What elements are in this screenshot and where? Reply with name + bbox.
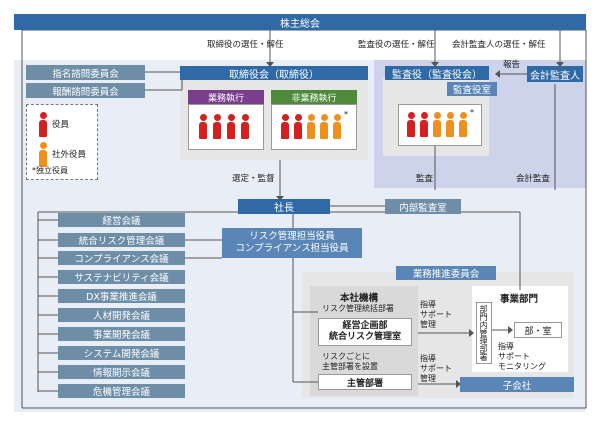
audit-board: 監査役（監査役会） <box>385 66 489 81</box>
outside-officer-icon <box>332 114 342 140</box>
outside-officer-icon <box>319 114 329 140</box>
non-executive-header: 非業務執行 <box>271 90 357 104</box>
outside-officer-legend-icon <box>38 142 48 168</box>
auditor-icon <box>419 112 429 138</box>
report-label: 報告 <box>503 60 521 70</box>
shareholders-meeting: 株主総会 <box>14 14 586 30</box>
elect-auditors-label: 監査役の選任・解任 <box>358 40 435 50</box>
legend-officer: 役員 <box>52 120 70 130</box>
executive-officer-icon <box>198 114 208 140</box>
executive-officer-icon <box>212 114 222 140</box>
elect-accounting-label: 会計監査人の選任・解任 <box>452 40 546 50</box>
independent-mark: * <box>470 108 474 117</box>
instruct-support-1: 指導 サポート 管理 <box>420 300 452 329</box>
independent-mark: * <box>344 110 348 119</box>
dept-room-box: 部・室 <box>514 322 562 338</box>
accounting-audit-label: 会計監査 <box>516 174 551 184</box>
risk-compliance-officer: リスク管理担当役員 コンプライアンス担当役員 <box>222 228 362 258</box>
council-management: 経営会議 <box>58 213 185 227</box>
executive-officer-icon <box>240 114 250 140</box>
select-supervise-label: 選定・監督 <box>232 174 275 184</box>
non-executive-officer-icon <box>280 114 290 140</box>
per-risk-label: リスクごとに 主管部署を設置 <box>322 352 378 371</box>
business-promotion-committee: 業務推進委員会 <box>396 266 496 280</box>
outside-auditor-icon <box>458 112 468 138</box>
council-dx: DX事業推進会議 <box>58 289 185 303</box>
non-executive-officer-icon <box>293 114 303 140</box>
executive-officer-icon <box>226 114 236 140</box>
outside-auditor-icon <box>445 112 455 138</box>
executive-header: 業務執行 <box>188 90 264 104</box>
elect-directors-label: 取締役の選任・解任 <box>207 40 284 50</box>
officer-legend-icon <box>38 112 48 138</box>
legend-outside-officer: 社外役員 <box>52 150 87 160</box>
outside-auditor-icon <box>432 112 442 138</box>
auditor-icon <box>406 112 416 138</box>
audit-label: 監査 <box>416 174 434 184</box>
internal-mgmt-box <box>476 302 492 364</box>
president: 社長 <box>238 199 330 214</box>
council-compliance: コンプライアンス会議 <box>58 251 185 265</box>
nomination-committee: 指名諮問委員会 <box>26 65 145 80</box>
board-of-directors: 取締役会（取締役） <box>180 66 368 81</box>
accounting-auditor: 会計監査人 <box>527 66 583 82</box>
instruct-support-2: 指導 サポート 管理 <box>420 354 452 383</box>
outside-officer-icon <box>306 114 316 140</box>
auditor-office: 監査役室 <box>447 82 497 96</box>
main-dept-box: 主管部署 <box>318 374 412 390</box>
council-business-dev: 事業開発会議 <box>58 327 185 341</box>
legend <box>26 104 98 180</box>
council-sustainability: サステナビリティ会議 <box>58 270 185 284</box>
corporate-planning-box: 経営企画部 統合リスク管理室 <box>318 318 412 346</box>
hq-label: 本社機構 <box>340 293 379 304</box>
instruct-support-3: 指導 サポート モニタリング <box>498 342 546 371</box>
business-units-label: 事業部門 <box>500 294 539 305</box>
subsidiary-box: 子会社 <box>460 377 574 392</box>
legend-note: *独立役員 <box>32 166 68 175</box>
council-hr: 人材開発会議 <box>58 308 185 322</box>
council-integrated-risk: 統合リスク管理会議 <box>58 233 185 247</box>
remuneration-committee: 報酬諮問委員会 <box>26 83 145 98</box>
council-crisis: 危機管理会議 <box>58 384 185 398</box>
council-disclosure: 情報開示会議 <box>58 365 185 379</box>
council-system-dev: システム開発会議 <box>58 346 185 360</box>
risk-dept-label: リスク管理統括部署 <box>322 304 394 313</box>
internal-mgmt-label: 部門内管理部署 <box>479 305 488 361</box>
internal-audit-office: 内部監査室 <box>385 199 461 214</box>
